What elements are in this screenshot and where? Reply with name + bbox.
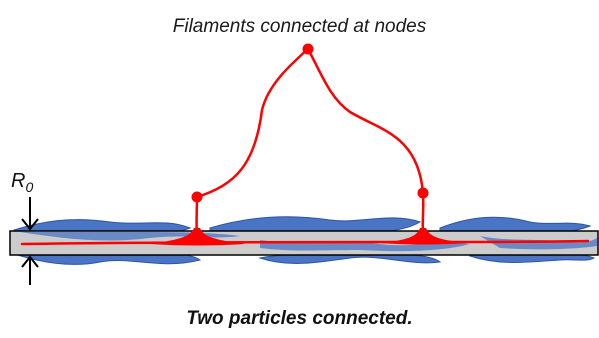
junction-right: [380, 228, 468, 245]
radius-label: R0: [11, 170, 33, 195]
node-right: [417, 187, 429, 199]
radius-arrow-top-head: [21, 218, 39, 231]
particle-overlay-1: [20, 232, 240, 241]
filament-network: [20, 47, 590, 246]
node-left: [191, 191, 203, 203]
node-apex: [302, 43, 314, 55]
radius-dimension: [21, 197, 39, 285]
filament-junctions: [150, 228, 468, 246]
filament-left-to-apex: [195, 47, 310, 199]
junction-left: [150, 228, 245, 246]
filament-main-line: [20, 239, 590, 246]
filament-apex-to-right: [306, 47, 425, 195]
particle-blob-bottom-2: [258, 254, 442, 264]
radius-arrow-bottom-head: [21, 255, 39, 268]
radius-label-subscript: 0: [25, 179, 34, 195]
diagram-title: Filaments connected at nodes: [172, 16, 427, 37]
radius-label-symbol: R: [11, 170, 26, 192]
filament-nodes: [191, 43, 429, 203]
diagram-caption: Two particles connected.: [186, 308, 413, 329]
